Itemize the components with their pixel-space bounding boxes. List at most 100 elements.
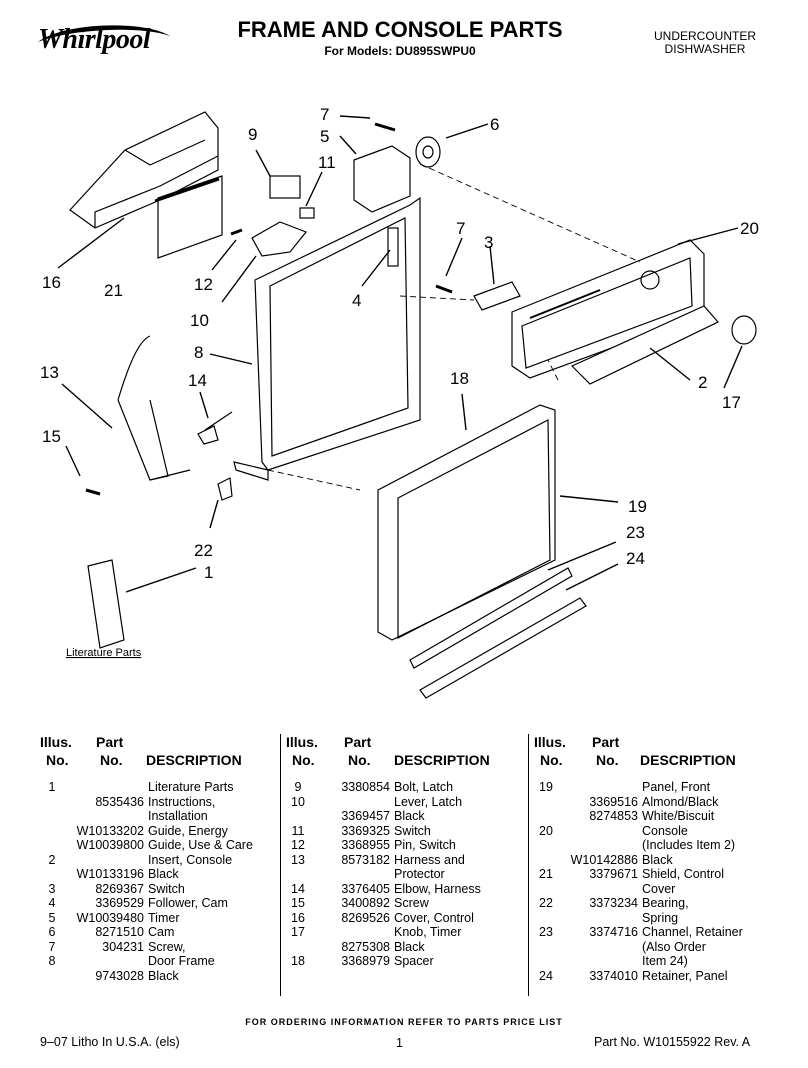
illus-number: 3 bbox=[48, 881, 56, 896]
column-divider bbox=[280, 734, 281, 996]
part-number: 3373234 bbox=[589, 896, 638, 910]
ordering-note: FOR ORDERING INFORMATION REFER TO PARTS … bbox=[245, 1017, 563, 1027]
header-part-no: No. bbox=[348, 752, 371, 768]
header-part: Part bbox=[96, 734, 124, 750]
illus-number: 17 bbox=[291, 925, 305, 939]
callout-20: 20 bbox=[740, 219, 759, 238]
callout-4: 4 bbox=[352, 291, 361, 310]
guide-lines bbox=[267, 163, 641, 491]
part-number: 3400892 bbox=[341, 896, 390, 910]
callout-19: 19 bbox=[628, 497, 647, 516]
header-description: DESCRIPTION bbox=[394, 752, 490, 768]
product-category: UNDERCOUNTER DISHWASHER bbox=[640, 30, 770, 56]
callout-12: 12 bbox=[194, 275, 213, 294]
callout-21: 21 bbox=[104, 281, 123, 300]
part-description: Pin, Switch bbox=[394, 838, 456, 852]
whirlpool-logo-swoosh bbox=[38, 25, 170, 42]
callout-8: 8 bbox=[194, 343, 203, 362]
part-description: Literature Parts bbox=[148, 780, 234, 794]
part-number: 3368955 bbox=[341, 838, 390, 852]
door-frame-part bbox=[233, 196, 421, 481]
part-number: 3368979 bbox=[341, 954, 390, 968]
callout-14: 14 bbox=[188, 371, 207, 390]
part-number: W10133196 bbox=[76, 867, 144, 881]
part-description: White/Biscuit bbox=[642, 809, 715, 823]
timer-assembly bbox=[353, 122, 441, 213]
document-part-number: Part No. W10155922 Rev. A bbox=[594, 1035, 751, 1049]
illus-number: 5 bbox=[48, 910, 56, 925]
harness-part bbox=[85, 335, 233, 496]
control-cover-part bbox=[69, 111, 219, 229]
latch-assembly bbox=[230, 175, 315, 257]
header-illus-no: No. bbox=[540, 752, 563, 768]
part-number: 3380854 bbox=[341, 780, 390, 794]
callout-5: 5 bbox=[320, 127, 329, 146]
part-description: (Includes Item 2) bbox=[642, 838, 736, 852]
part-description: Follower, Cam bbox=[148, 896, 228, 910]
illus-number: 8 bbox=[48, 954, 56, 968]
callout-7: 7 bbox=[320, 105, 329, 124]
part-number: 8269367 bbox=[95, 881, 144, 896]
part-number: 3369516 bbox=[589, 794, 638, 809]
part-description: Knob, Timer bbox=[394, 925, 462, 939]
literature-booklet bbox=[87, 559, 125, 649]
part-description: Screw bbox=[394, 896, 429, 910]
part-number: 8274853 bbox=[589, 809, 638, 823]
part-description: Spacer bbox=[394, 954, 434, 968]
part-description: Guide, Use & Care bbox=[148, 838, 253, 852]
literature-parts-label: Literature Parts bbox=[66, 647, 142, 659]
header-illus: Illus. bbox=[286, 734, 318, 750]
part-description: Timer bbox=[148, 910, 180, 925]
callout-10: 10 bbox=[190, 311, 209, 330]
part-description: Cam bbox=[148, 925, 175, 939]
illus-number: 9 bbox=[294, 780, 302, 794]
callout-1: 1 bbox=[204, 563, 213, 582]
part-description: Switch bbox=[148, 881, 185, 896]
console-insert-part bbox=[570, 305, 757, 385]
brand-logo: Whirlpool bbox=[38, 24, 151, 55]
header-part-no: No. bbox=[596, 752, 619, 768]
illus-number: 15 bbox=[291, 896, 305, 910]
part-description: Shield, Control bbox=[642, 867, 724, 881]
part-description: Cover, Control bbox=[394, 910, 474, 925]
part-description: Console bbox=[642, 823, 688, 838]
illus-number: 7 bbox=[48, 939, 56, 954]
illus-number: 13 bbox=[291, 852, 305, 867]
part-description: Bearing, bbox=[642, 896, 689, 910]
part-number: 8269526 bbox=[341, 910, 390, 925]
callout-23: 23 bbox=[626, 523, 645, 542]
part-number: 3374716 bbox=[589, 925, 638, 939]
illus-number: 22 bbox=[539, 896, 553, 910]
illus-number: 16 bbox=[291, 910, 305, 925]
part-number: 304231 bbox=[102, 939, 144, 954]
category-line-2: DISHWASHER bbox=[664, 42, 746, 56]
part-number: 3376405 bbox=[341, 881, 390, 896]
part-number: W10039480 bbox=[76, 910, 144, 925]
part-description: Installation bbox=[148, 809, 208, 823]
callout-18: 18 bbox=[450, 369, 469, 388]
callout-11: 11 bbox=[318, 153, 336, 172]
callout-7b: 7 bbox=[456, 219, 465, 238]
front-panel-part bbox=[377, 404, 556, 641]
part-description: Insert, Console bbox=[148, 852, 233, 867]
control-shield-part bbox=[154, 175, 223, 259]
part-description: Screw, bbox=[148, 939, 186, 954]
callout-17: 17 bbox=[722, 393, 741, 412]
part-description: Black bbox=[148, 968, 179, 983]
illus-number: 23 bbox=[539, 925, 553, 939]
model-subtitle: For Models: DU895SWPU0 bbox=[324, 44, 476, 58]
illus-number: 6 bbox=[48, 925, 56, 939]
header-illus: Illus. bbox=[40, 734, 72, 750]
callout-15: 15 bbox=[42, 427, 61, 446]
retainer-parts bbox=[409, 567, 587, 699]
part-description: Black bbox=[148, 867, 179, 881]
part-description: Channel, Retainer bbox=[642, 925, 743, 939]
callout-2: 2 bbox=[698, 373, 707, 392]
part-number: W10133202 bbox=[76, 823, 144, 838]
illus-number: 20 bbox=[539, 823, 553, 838]
callout-9: 9 bbox=[248, 125, 257, 144]
header-illus: Illus. bbox=[534, 734, 566, 750]
illus-number: 4 bbox=[48, 896, 56, 910]
callout-22: 22 bbox=[194, 541, 213, 560]
part-description: Retainer, Panel bbox=[642, 968, 728, 983]
